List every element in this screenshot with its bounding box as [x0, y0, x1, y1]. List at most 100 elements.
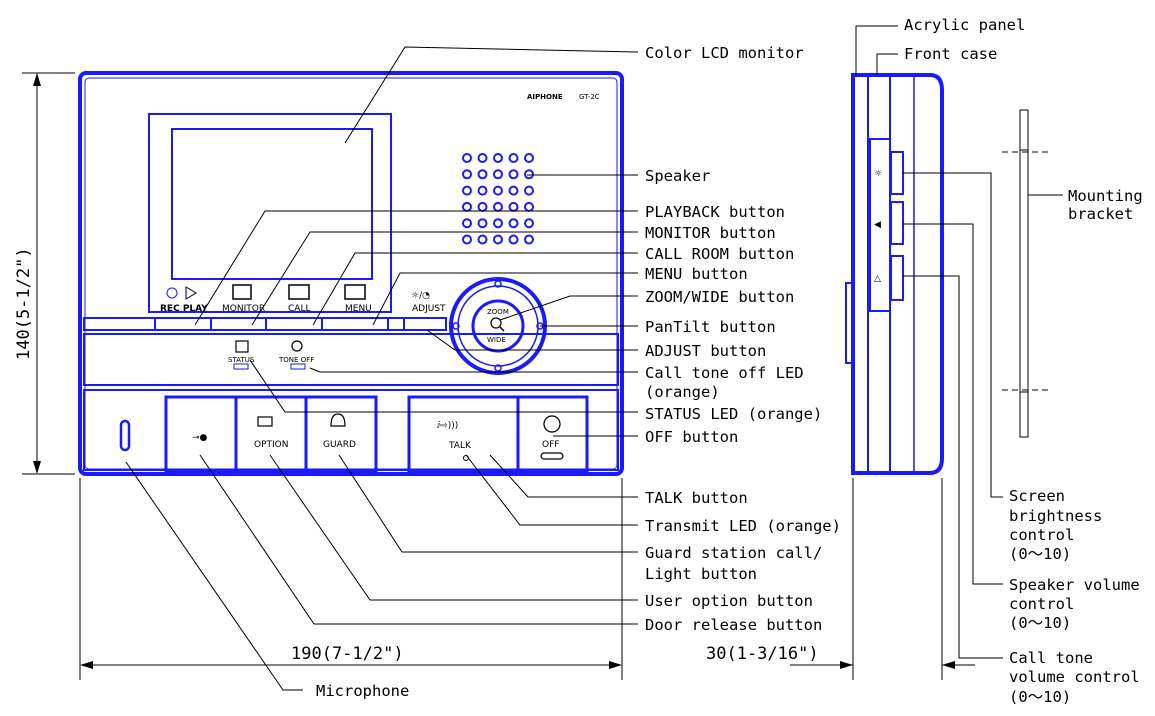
side-bump: [845, 282, 854, 364]
speaker-hole: [462, 153, 472, 163]
talk-icon: ⅈ⇨))): [437, 421, 458, 431]
label-screen-3: control: [1009, 526, 1074, 544]
speaker-hole: [493, 169, 503, 180]
label-off-button: OFF button: [645, 428, 738, 446]
label-status-led: STATUS LED (orange): [645, 405, 822, 423]
label-call-room: CALL ROOM button: [645, 245, 794, 263]
label-speaker: Speaker: [645, 167, 710, 185]
guard-label: GUARD: [323, 440, 356, 450]
bottom-left-group: [164, 395, 378, 473]
label-calltone-2: volume control: [1009, 668, 1140, 686]
label-speaker-vol-3: (0～10): [1009, 614, 1071, 632]
label-front-case: Front case: [904, 45, 997, 63]
speaker-hole: [493, 234, 503, 245]
off-label: OFF: [542, 440, 559, 450]
speaker-hole: [508, 185, 519, 196]
label-screen-2: brightness: [1009, 507, 1102, 525]
rec-play-icon: [166, 286, 197, 300]
status-icon: [235, 340, 249, 353]
adjust-label: ADJUST: [412, 304, 446, 314]
speaker-hole: [524, 201, 534, 212]
speaker-hole: [477, 201, 488, 212]
speaker-hole: [524, 185, 534, 196]
label-pantilt: PanTilt button: [645, 318, 776, 336]
tone-off-label: TONE OFF: [278, 356, 314, 364]
status-label: STATUS: [228, 356, 255, 364]
speaker-hole: [508, 153, 519, 163]
brightness-icon: ☼: [874, 169, 882, 179]
speaker-hole: [462, 185, 472, 196]
label-talk-button: TALK button: [645, 489, 748, 507]
call-icon: [288, 284, 310, 300]
label-transmit-led: Transmit LED (orange): [645, 517, 841, 535]
side-view: ☼ ◀ △: [845, 73, 1052, 475]
depth-dimension: 30(1-3/16"): [706, 644, 819, 664]
speaker-hole: [508, 201, 519, 212]
label-mounting-2: bracket: [1068, 205, 1133, 223]
tone-off-icon: [291, 340, 303, 352]
speaker-grille: [462, 153, 534, 245]
speaker-hole: [508, 234, 519, 245]
label-calltone-1: Call tone: [1009, 649, 1093, 667]
pantilt-dial-inner: [457, 285, 539, 367]
speaker-hole: [493, 185, 503, 196]
label-zoom-wide: ZOOM/WIDE button: [645, 288, 794, 306]
label-color-lcd: Color LCD monitor: [645, 44, 804, 62]
lcd-screen: [171, 128, 373, 280]
speaker-hole: [462, 201, 472, 212]
zoom-label: ZOOM: [487, 308, 509, 316]
speaker-hole: [477, 234, 488, 245]
height-dimension: 140(5-1/2"): [14, 247, 34, 360]
speaker-volume-knob: [890, 201, 904, 245]
label-call-tone-off-2: (orange): [645, 383, 720, 401]
speaker-hole: [524, 218, 534, 229]
rec-play-label: REC PLAY: [160, 304, 208, 314]
label-adjust: ADJUST button: [645, 342, 766, 360]
brand-logo: AIPHONE: [527, 93, 563, 101]
speaker-hole: [524, 234, 534, 245]
label-menu: MENU button: [645, 265, 748, 283]
adjust-icon: ☼/◔: [411, 291, 430, 301]
bell-side-icon: △: [874, 274, 881, 284]
off-led: [540, 452, 564, 460]
label-user-option: User option button: [645, 592, 813, 610]
side-body: [851, 73, 944, 475]
call-label: CALL: [288, 304, 310, 314]
dimension-lines: 140(5-1/2") 190(7-1/2") 30(1-3/16"): [14, 72, 975, 680]
label-calltone-3: (0～10): [1009, 688, 1071, 706]
width-dimension: 190(7-1/2"): [291, 644, 404, 664]
label-mounting-1: Mounting: [1068, 187, 1143, 205]
speaker-hole: [508, 169, 519, 180]
brightness-knob: [890, 151, 904, 195]
label-guard-2: Light button: [645, 565, 757, 583]
speaker-icon: ◀: [874, 220, 881, 230]
label-speaker-vol-2: control: [1009, 595, 1074, 613]
speaker-hole: [477, 153, 488, 163]
status-led: [233, 363, 249, 370]
callout-labels: Color LCD monitor Speaker PLAYBACK butto…: [316, 16, 1143, 706]
label-microphone: Microphone: [316, 682, 409, 700]
speaker-hole: [493, 153, 503, 163]
off-icon: [543, 415, 561, 433]
speaker-hole: [524, 169, 534, 180]
label-door-release: Door release button: [645, 616, 822, 634]
speaker-hole: [477, 169, 488, 180]
label-playback: PLAYBACK button: [645, 203, 785, 221]
speaker-hole: [462, 169, 472, 180]
label-screen-1: Screen: [1009, 487, 1065, 505]
calltone-volume-knob: [890, 255, 904, 301]
talk-label: TALK: [448, 441, 472, 451]
middle-panel: [83, 333, 619, 386]
menu-label: MENU: [345, 304, 372, 314]
magnifier-icon: [490, 317, 502, 329]
speaker-hole: [493, 218, 503, 229]
speaker-hole: [477, 218, 488, 229]
pantilt-dial-outer: [449, 277, 547, 375]
label-acrylic-panel: Acrylic panel: [904, 16, 1025, 34]
option-icon: [257, 416, 273, 427]
monitor-label: MONITOR: [222, 304, 265, 314]
tone-off-led: [290, 363, 306, 370]
mounting-bracket: [1019, 109, 1029, 438]
label-guard-1: Guard station call/: [645, 544, 822, 562]
